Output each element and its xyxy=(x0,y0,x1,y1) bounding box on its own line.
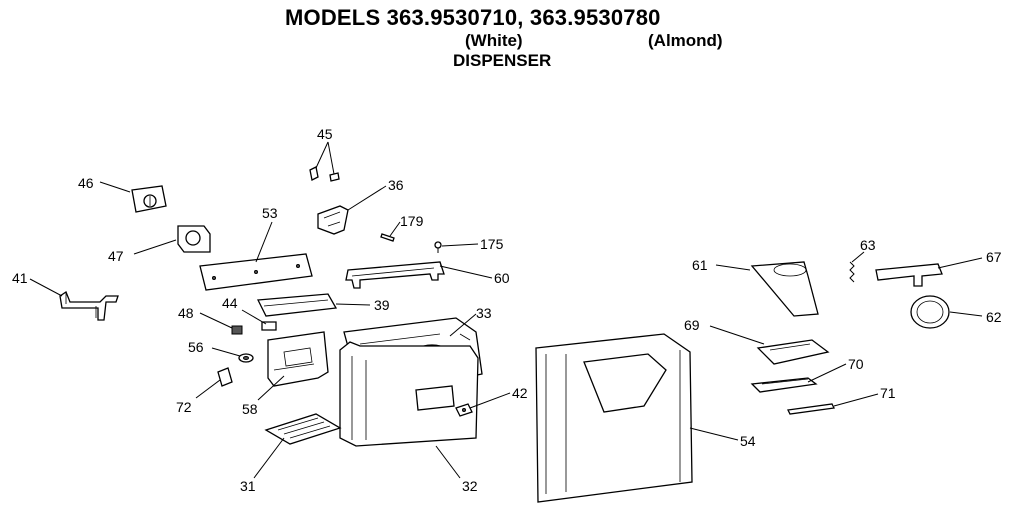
callout-58: 58 xyxy=(242,401,258,417)
callout-54: 54 xyxy=(740,433,756,449)
variant-white-label: (White) xyxy=(465,31,523,50)
callout-67: 67 xyxy=(986,249,1002,265)
part-70-lever xyxy=(750,377,818,393)
callout-56: 56 xyxy=(188,339,204,355)
part-179-screw xyxy=(380,233,395,242)
part-45-clips xyxy=(309,166,340,182)
part-175-screw xyxy=(434,241,442,253)
part-63-spring xyxy=(849,261,855,283)
callout-labels: 45 46 36 179 53 175 47 41 60 44 39 48 33… xyxy=(12,126,1002,494)
part-42-switch xyxy=(455,403,473,417)
part-48-cube xyxy=(231,325,243,335)
callout-69: 69 xyxy=(684,317,700,333)
callout-47: 47 xyxy=(108,248,124,264)
part-72-switch xyxy=(217,367,233,387)
callout-44: 44 xyxy=(222,295,238,311)
callout-33: 33 xyxy=(476,305,492,321)
diagram-title: MODELS 363.9530710, 363.9530780 xyxy=(285,5,661,30)
callout-36: 36 xyxy=(388,177,404,193)
variant-almond-label: (Almond) xyxy=(648,31,723,50)
callout-31: 31 xyxy=(240,478,256,494)
part-47-motor xyxy=(177,225,211,253)
callout-70: 70 xyxy=(848,356,864,372)
part-53-panel xyxy=(199,253,313,291)
callout-61: 61 xyxy=(692,257,708,273)
part-61-chute xyxy=(750,261,819,317)
callout-175: 175 xyxy=(480,236,504,252)
part-67-bracket xyxy=(875,263,943,287)
part-54-front-panel xyxy=(535,333,693,503)
part-46-switch xyxy=(131,185,167,213)
callout-46: 46 xyxy=(78,175,94,191)
part-36-bracket xyxy=(317,205,349,235)
part-41-lever xyxy=(59,291,119,321)
callout-63: 63 xyxy=(860,237,876,253)
part-69-flap xyxy=(756,339,830,365)
callout-60: 60 xyxy=(494,270,510,286)
part-39-rail xyxy=(256,293,338,317)
leader-lines xyxy=(29,141,983,479)
callout-45: 45 xyxy=(317,126,333,142)
part-71-rod xyxy=(787,403,835,415)
section-label: DISPENSER xyxy=(453,51,552,70)
part-58-actuator xyxy=(267,331,329,387)
callout-32: 32 xyxy=(462,478,478,494)
part-32-main-housing xyxy=(339,341,479,447)
part-31-drip-tray xyxy=(264,413,342,445)
callout-71: 71 xyxy=(880,385,896,401)
part-56-washer xyxy=(238,353,254,363)
callout-41: 41 xyxy=(12,270,28,286)
part-62-ring xyxy=(910,295,950,329)
part-60-bracket xyxy=(345,261,445,289)
callout-39: 39 xyxy=(374,297,390,313)
callout-42: 42 xyxy=(512,385,528,401)
callout-72: 72 xyxy=(176,399,192,415)
callout-53: 53 xyxy=(262,205,278,221)
callout-48: 48 xyxy=(178,305,194,321)
callout-62: 62 xyxy=(986,309,1002,325)
callout-179: 179 xyxy=(400,213,424,229)
